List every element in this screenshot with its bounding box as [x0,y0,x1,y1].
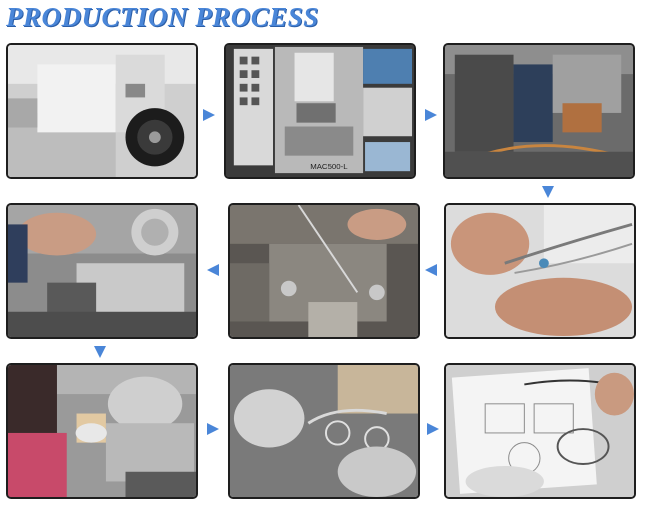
arrow-right-icon [201,107,217,123]
arrow-left-icon [205,262,221,278]
step-9-inspection-drawing-photo [444,363,636,499]
step-1-slitting-machine-photo [6,43,198,179]
step-6-grinding-wheel-photo [6,203,198,339]
page-title: PRODUCTION PROCESS [6,2,319,32]
step-8-frame-adjusting-photo [228,363,420,499]
arrow-right-icon [205,421,221,437]
step-7-polishing-machine-photo [6,363,198,499]
step-2-cnc-machine-photo: MAC500-L [224,43,416,179]
step-3-press-machine-photo [443,43,635,179]
step-4-hand-soldering-photo [444,203,636,339]
machine-label: MAC500-L [310,162,348,171]
arrow-right-icon [423,107,439,123]
arrow-right-icon [425,421,441,437]
arrow-down-icon [92,344,108,360]
arrow-left-icon [423,262,439,278]
step-5-welding-fixture-photo [228,203,420,339]
arrow-down-icon [540,184,556,200]
